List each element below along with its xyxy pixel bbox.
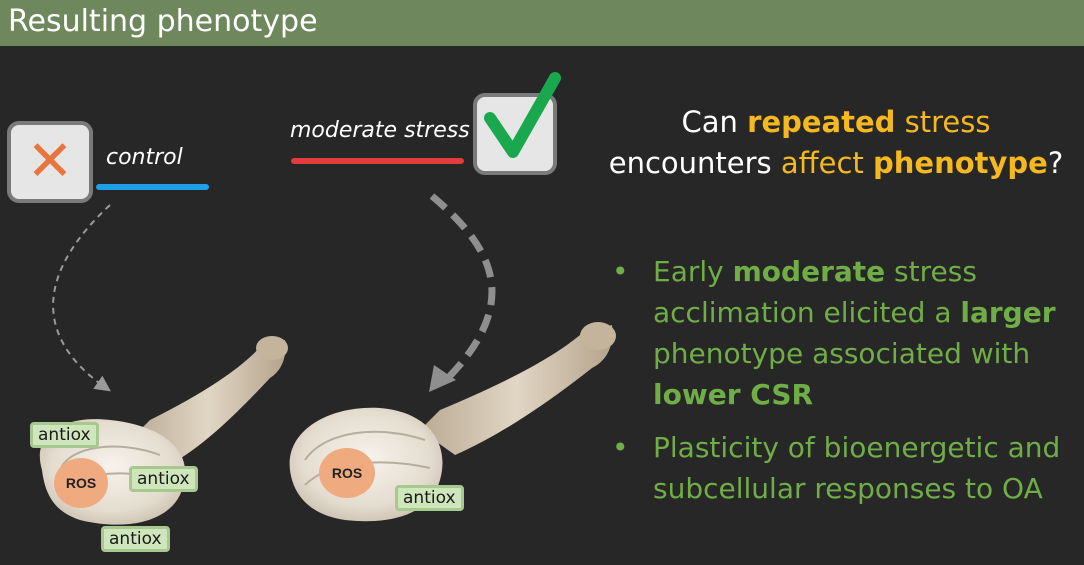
checkmark-icon bbox=[484, 72, 561, 158]
title-bar: Resulting phenotype bbox=[0, 0, 1084, 46]
moderate-arrow-head bbox=[429, 365, 456, 392]
control-label: control bbox=[106, 145, 183, 170]
moderate-stress-label: moderate stress bbox=[290, 118, 470, 143]
findings-list: • Early moderate stress acclimation elic… bbox=[610, 251, 1080, 521]
moderate-stress-underline bbox=[291, 158, 464, 164]
moderate-arrow bbox=[429, 193, 496, 383]
ros-moderate: ROS bbox=[319, 448, 375, 498]
finding-item: • Plasticity of bioenergetic and subcell… bbox=[610, 427, 1080, 509]
antiox-tag: antiox bbox=[30, 422, 99, 448]
ros-control: ROS bbox=[54, 458, 108, 508]
control-marker-box: ✕ bbox=[7, 121, 93, 203]
cross-icon: ✕ bbox=[26, 129, 74, 194]
antiox-tag: antiox bbox=[395, 485, 464, 511]
bullet-icon: • bbox=[612, 255, 629, 288]
slide-title: Resulting phenotype bbox=[8, 4, 318, 39]
control-underline bbox=[96, 184, 209, 190]
bullet-icon: • bbox=[612, 431, 629, 464]
moderate-marker-box bbox=[473, 93, 557, 175]
control-arrow bbox=[52, 204, 111, 392]
finding-item: • Early moderate stress acclimation elic… bbox=[610, 251, 1080, 415]
antiox-tag: antiox bbox=[101, 526, 170, 552]
antiox-tag: antiox bbox=[129, 466, 198, 492]
research-question: Can repeated stress encounters affect ph… bbox=[608, 105, 1064, 180]
